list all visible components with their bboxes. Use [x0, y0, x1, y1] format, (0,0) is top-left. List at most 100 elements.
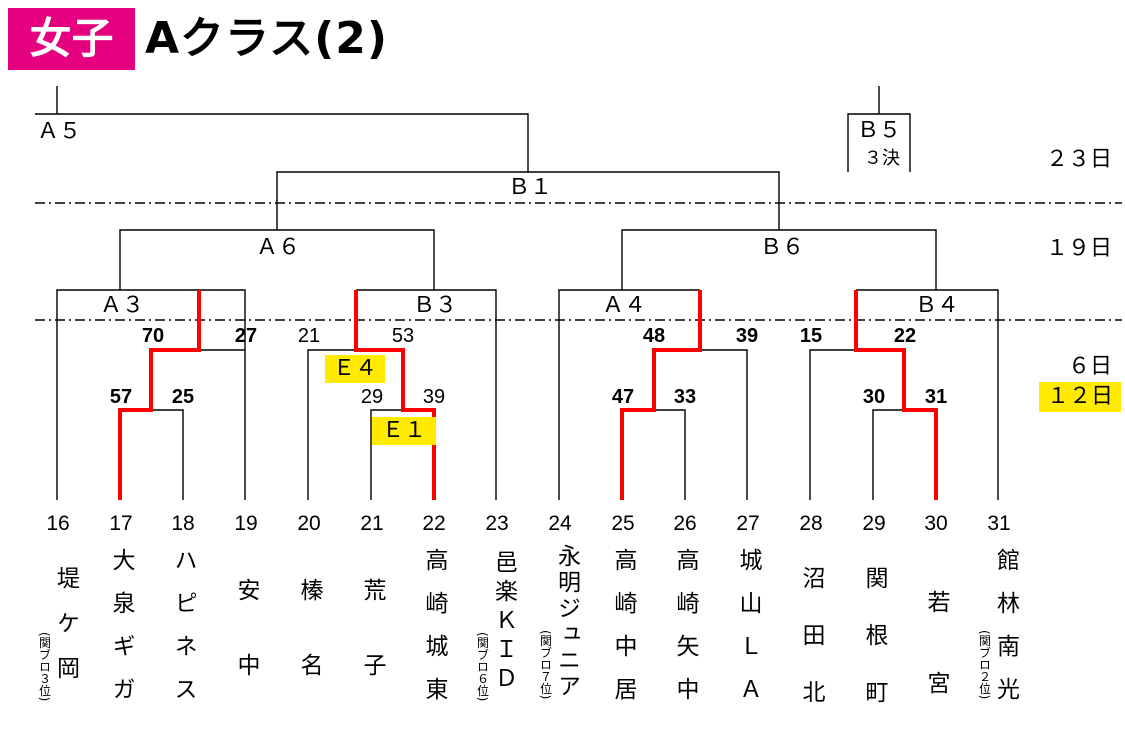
team-name: 高崎中居: [610, 548, 636, 720]
seed-number: 24: [548, 512, 572, 535]
team-name: 城山ＬＡ: [735, 548, 761, 720]
score-a3-right: 27: [234, 325, 258, 347]
team-entry: 高崎城東: [416, 548, 452, 720]
team-name: 関根町: [861, 566, 887, 737]
seed-number: 30: [924, 512, 948, 535]
team-name: 榛名: [296, 578, 322, 728]
bracket-line-27: [700, 349, 748, 500]
day-label-19: １９日: [1045, 236, 1112, 261]
bracket-line-b3: [356, 289, 497, 500]
score-b3-left: 21: [297, 325, 321, 347]
seed-number: 22: [422, 512, 446, 535]
team-entry: 沼田北: [793, 566, 829, 737]
score-b4-right: 22: [893, 325, 917, 347]
bracket-line-a3: [56, 289, 246, 500]
match-label-a4: Ａ４: [602, 293, 647, 318]
score-a4-left: 48: [642, 325, 666, 347]
team-name: 永明ジュニア: [553, 544, 580, 700]
seed-number: 29: [862, 512, 886, 535]
team-name: 高崎矢中: [672, 548, 698, 720]
seed-number: 19: [234, 512, 258, 535]
score-29-30-left: 30: [862, 386, 886, 408]
match-note-b5: ３決: [864, 148, 900, 169]
team-entry: 安中: [228, 578, 264, 728]
seed-number: 23: [485, 512, 509, 535]
winner-path-b4: [854, 290, 938, 500]
team-name: 荒子: [359, 578, 385, 728]
team-entry: 永明ジュニア (関ブロ７位): [538, 544, 580, 700]
page-title: Aクラス(2): [145, 13, 389, 64]
seed-number: 25: [611, 512, 635, 535]
team-entry: ハピネス: [165, 548, 201, 720]
bracket-line-b6: [621, 229, 937, 290]
category-badge: 女子: [8, 8, 135, 70]
team-entry: 関根町: [856, 566, 892, 737]
team-name: 若宮: [923, 590, 949, 752]
score-21-22-left: 29: [360, 386, 384, 408]
team-note: (関ブロ７位): [538, 630, 553, 700]
team-entry: 館林南光 (関ブロ２位): [977, 548, 1019, 720]
score-21-22-right: 39: [422, 386, 446, 408]
day-label-12: １２日: [1038, 382, 1121, 412]
day-label-23: ２３日: [1045, 147, 1112, 172]
team-name: 館林南光: [992, 548, 1019, 720]
bracket-line-a5: [35, 113, 529, 173]
match-label-b6: Ｂ６: [760, 235, 805, 260]
score-17-18-right: 25: [171, 386, 195, 408]
score-a4-right: 39: [735, 325, 759, 347]
team-entry: 榛名: [291, 578, 327, 728]
score-25-26-left: 47: [611, 386, 635, 408]
seed-number: 20: [297, 512, 321, 535]
team-name: 安中: [233, 578, 259, 728]
bracket-line-21: [370, 409, 403, 500]
team-name: 高崎城東: [421, 548, 447, 720]
team-entry: 城山ＬＡ: [730, 548, 766, 720]
team-entry: 荒子: [354, 578, 390, 728]
bracket-line-29: [872, 409, 904, 500]
match-label-a6: Ａ６: [256, 235, 301, 260]
team-name: 沼田北: [798, 566, 824, 737]
bracket-line-a6: [119, 229, 435, 290]
score-a3-left: 70: [141, 325, 165, 347]
bracket-line-20: [307, 349, 356, 500]
winner-path-a3: [118, 290, 201, 500]
match-label-e4: Ｅ４: [325, 355, 386, 383]
bracket-line-b4: [856, 289, 999, 500]
bracket-line-b1: [276, 171, 780, 230]
team-entry: 若宮: [918, 590, 954, 752]
bracket-line-17-18: [151, 409, 184, 500]
match-label-b3: Ｂ３: [413, 293, 458, 318]
team-entry: 堤ケ岡 (関ブロ３位): [37, 566, 79, 702]
bracket-line-a4: [558, 289, 700, 500]
score-b4-left: 15: [799, 325, 823, 347]
score-17-18-left: 57: [109, 386, 133, 408]
day-label-6: ６日: [1067, 354, 1112, 379]
team-note: (関ブロ３位): [37, 632, 52, 702]
team-entry: 高崎矢中: [667, 548, 703, 720]
seed-number: 31: [987, 512, 1011, 535]
match-label-e1: Ｅ１: [372, 417, 437, 445]
bracket-line-28: [809, 349, 856, 500]
seed-number: 26: [673, 512, 697, 535]
team-name: 邑楽ＫＩＤ: [490, 550, 517, 695]
team-entry: 邑楽ＫＩＤ (関ブロ６位): [475, 550, 517, 702]
seed-number: 21: [360, 512, 384, 535]
match-label-a3: Ａ３: [100, 293, 145, 318]
winner-path-a4: [620, 290, 702, 500]
match-label-b5: Ｂ５: [857, 118, 902, 143]
score-29-30-right: 31: [924, 386, 948, 408]
bracket-line-26: [654, 409, 686, 500]
seed-number: 17: [109, 512, 133, 535]
match-label-b1: Ｂ１: [508, 175, 553, 200]
seed-number: 27: [736, 512, 760, 535]
team-name: 堤ケ岡: [52, 566, 79, 701]
team-note: (関ブロ６位): [475, 632, 490, 702]
team-entry: 大泉ギガ: [103, 548, 139, 720]
team-name: 大泉ギガ: [108, 548, 134, 720]
seed-number: 28: [799, 512, 823, 535]
match-label-b4: Ｂ４: [915, 293, 960, 318]
team-name: ハピネス: [170, 548, 196, 720]
seed-number: 18: [171, 512, 195, 535]
team-note: (関ブロ２位): [977, 630, 992, 700]
